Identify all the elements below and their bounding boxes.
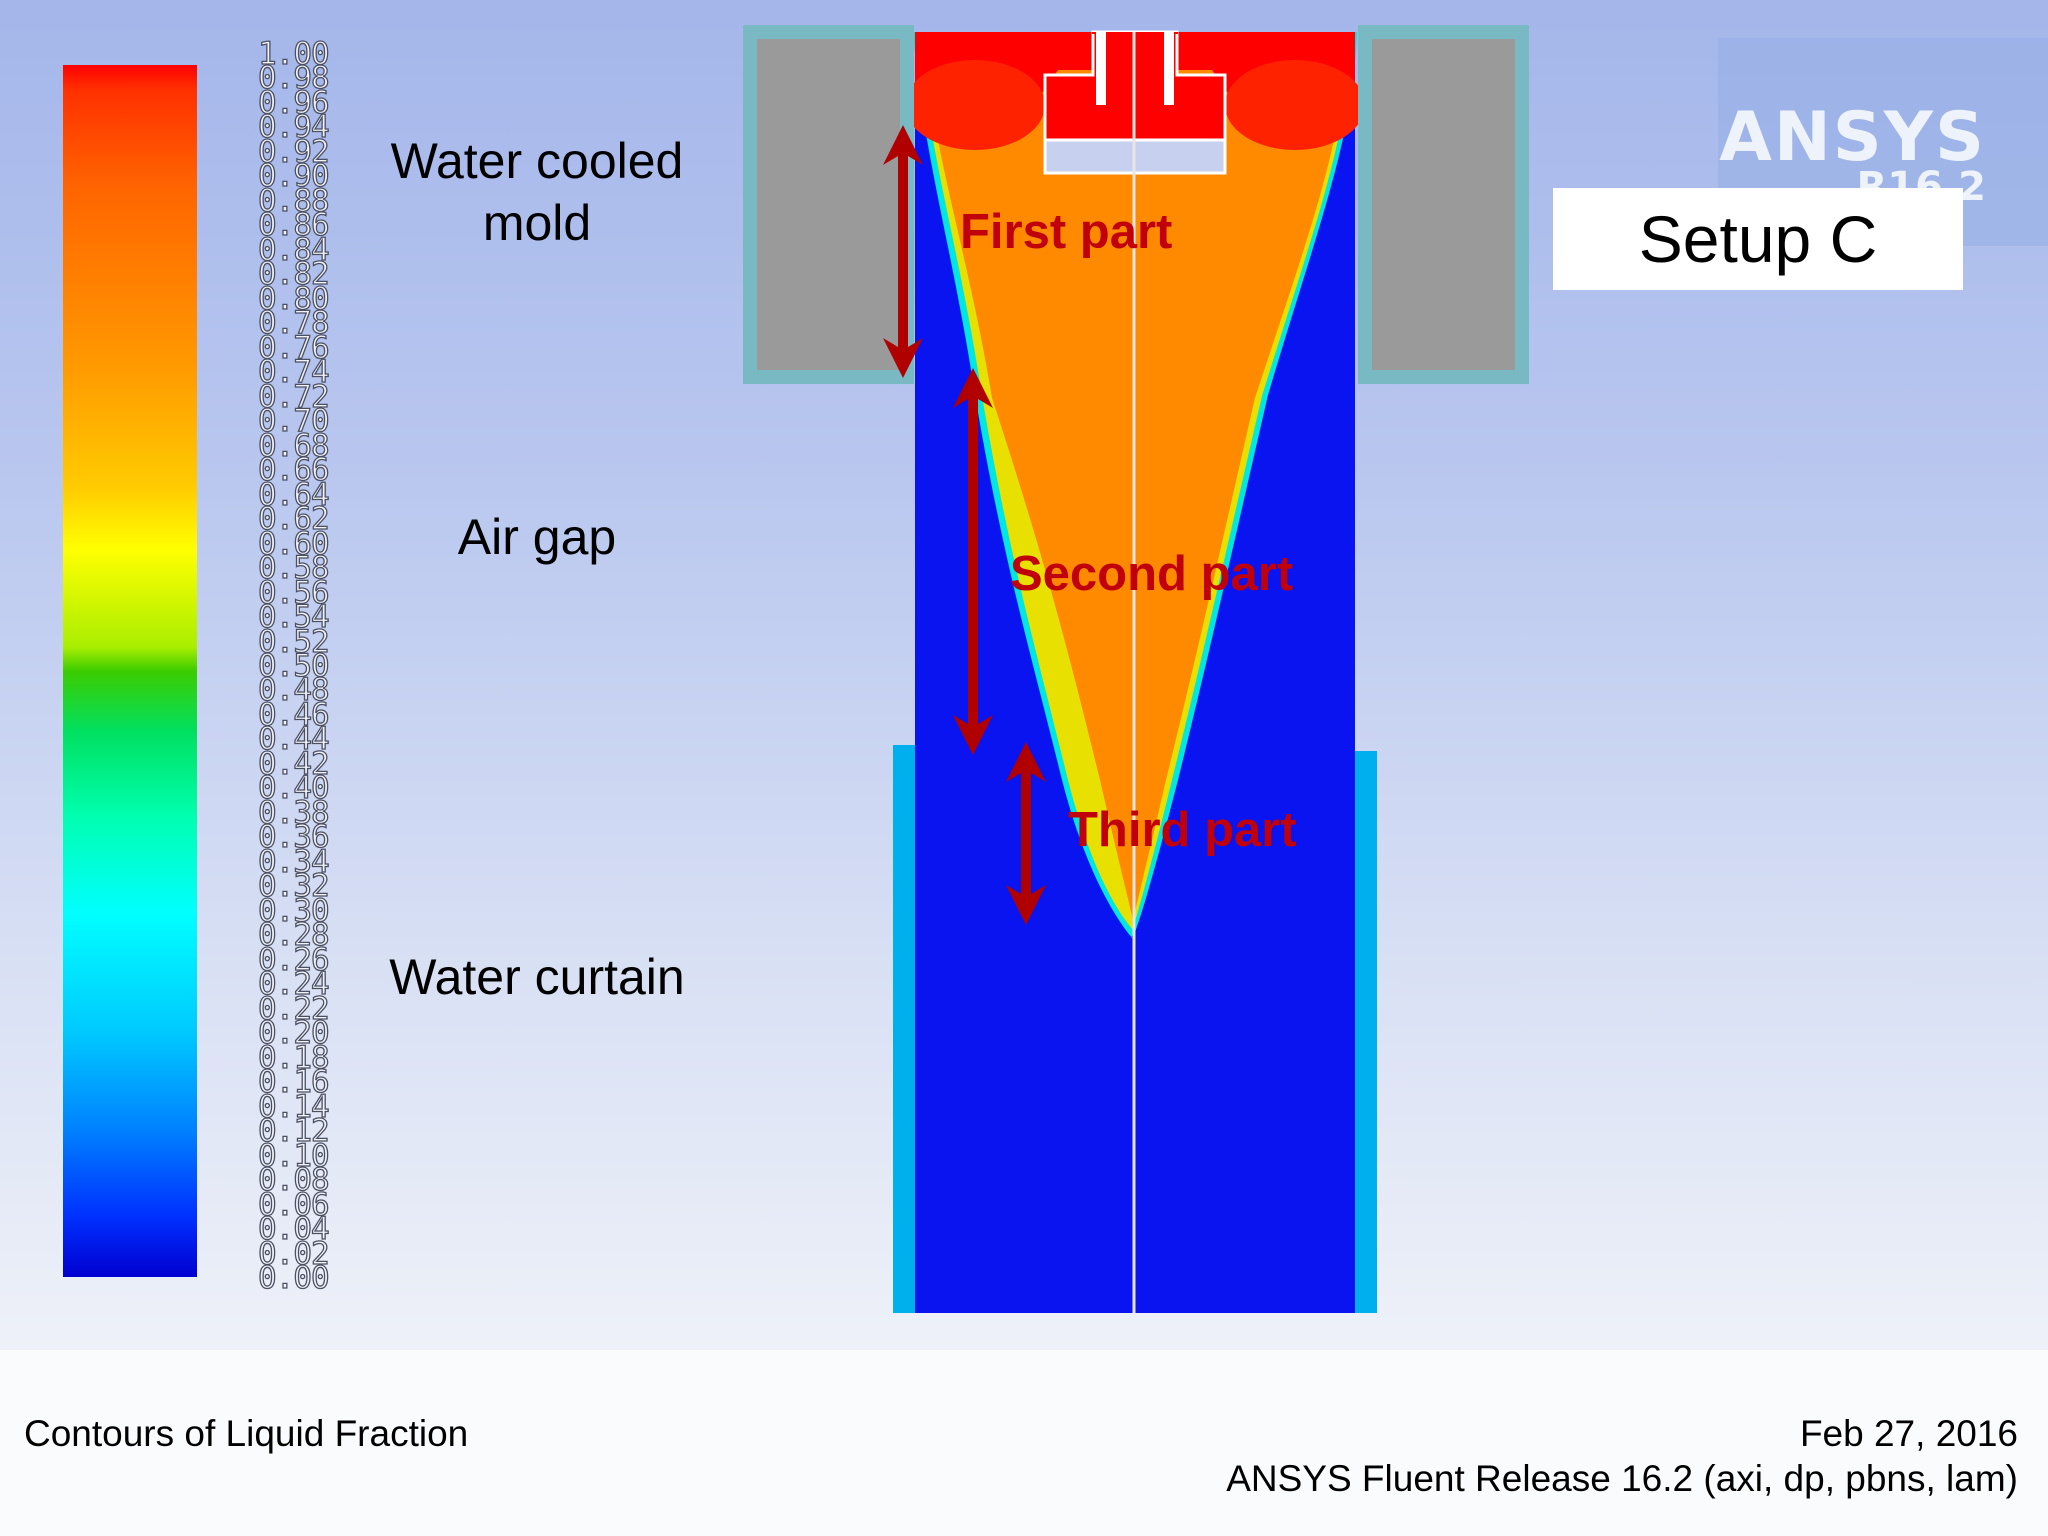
label-water-cooled-mold: Water cooled mold: [390, 133, 684, 251]
colorbar-tick-label: 0.30: [257, 892, 330, 929]
colorbar-tick-label: 0.70: [257, 403, 330, 440]
colorbar-tick-label: 0.82: [257, 256, 330, 293]
colorbar-tick-label: 0.42: [257, 745, 330, 782]
colorbar-tick-label: 0.44: [257, 721, 330, 758]
colorbar-tick-label: 0.16: [257, 1064, 330, 1101]
colorbar-tick-label: 0.50: [257, 648, 330, 684]
setup-label: Setup C: [1553, 188, 1963, 290]
colorbar-tick-label: 0.14: [257, 1088, 330, 1125]
colorbar-tick-label: 0.08: [257, 1162, 330, 1199]
colorbar-tick-label: 0.72: [257, 378, 330, 415]
label-third-part: Third part: [1068, 803, 1297, 857]
colorbar-tick-label: 0.22: [257, 990, 330, 1027]
label-second-part: Second part: [1010, 547, 1294, 601]
colorbar-tick-label: 0.76: [257, 329, 330, 366]
colorbar-tick-label: 0.78: [257, 305, 330, 342]
colorbar-tick-label: 0.64: [257, 476, 330, 513]
footer-title: Contours of Liquid Fraction: [24, 1413, 469, 1454]
colorbar-tick-label: 0.56: [257, 574, 330, 611]
colorbar-tick-label: 0.40: [257, 770, 330, 807]
colorbar-tick-label: 0.84: [257, 231, 330, 268]
colorbar-tick-label: 0.90: [257, 158, 330, 195]
colorbar-tick-label: 0.96: [257, 84, 330, 121]
label-air-gap: Air gap: [457, 509, 617, 565]
colorbar-tick-label: 0.94: [257, 109, 330, 146]
colorbar-tick-label: 0.38: [257, 794, 330, 831]
colorbar-tick-label: 0.26: [257, 941, 330, 978]
water-curtain-left: [893, 745, 917, 1313]
colorbar-tick-label: 0.88: [257, 182, 330, 219]
colorbar-tick-label: 0.98: [257, 60, 330, 97]
colorbar-tick-label: 0.68: [257, 427, 330, 464]
colorbar-tick-label: 0.28: [257, 917, 330, 954]
footer-date: Feb 27, 2016: [1799, 1413, 2018, 1454]
colorbar-tick-label: 0.58: [257, 550, 330, 587]
liquid-fraction-contour: [743, 25, 1529, 1313]
colorbar: [63, 65, 197, 1277]
colorbar-tick-label: 0.18: [257, 1039, 330, 1076]
colorbar-tick-label: 0.06: [257, 1186, 330, 1223]
colorbar-tick-label: 0.48: [257, 672, 330, 709]
colorbar-tick-label: 0.54: [257, 599, 330, 636]
colorbar-tick-label: 0.60: [257, 525, 330, 562]
colorbar-tick-label: 0.10: [257, 1137, 330, 1174]
colorbar-tick-label: 0.04: [257, 1211, 330, 1248]
colorbar-tick-label: 0.92: [257, 133, 330, 170]
colorbar-tick-label: 0.32: [257, 868, 330, 905]
colorbar-tick-label: 0.12: [257, 1113, 330, 1150]
colorbar-tick-label: 0.52: [257, 623, 330, 660]
colorbar-tick-label: 0.62: [257, 501, 330, 538]
mold-left: [743, 25, 914, 384]
colorbar-tick-label: 0.86: [257, 207, 330, 244]
colorbar-tick-label: 0.24: [257, 966, 330, 1003]
label-water-curtain: Water curtain: [389, 949, 685, 1005]
colorbar-tick-label: 0.74: [257, 354, 330, 391]
water-curtain-right: [1353, 751, 1377, 1313]
colorbar-tick-label: 0.66: [257, 452, 330, 489]
colorbar-tick-label: 0.36: [257, 819, 330, 856]
colorbar-tick-label: 1.00: [257, 36, 330, 72]
footer-release: ANSYS Fluent Release 16.2 (axi, dp, pbns…: [1226, 1458, 2018, 1499]
footer: Contours of Liquid Fraction Feb 27, 2016…: [0, 1350, 2048, 1536]
label-first-part: First part: [960, 205, 1173, 259]
colorbar-tick-label: 0.34: [257, 843, 330, 880]
colorbar-tick-label: 0.46: [257, 696, 330, 733]
logo-brand: ANSYS: [1719, 98, 1986, 177]
mold-right: [1358, 25, 1529, 384]
colorbar-tick-label: 0.80: [257, 280, 330, 317]
colorbar-tick-label: 0.00: [257, 1260, 330, 1296]
colorbar-tick-label: 0.02: [257, 1235, 330, 1272]
colorbar-tick-label: 0.20: [257, 1015, 330, 1052]
